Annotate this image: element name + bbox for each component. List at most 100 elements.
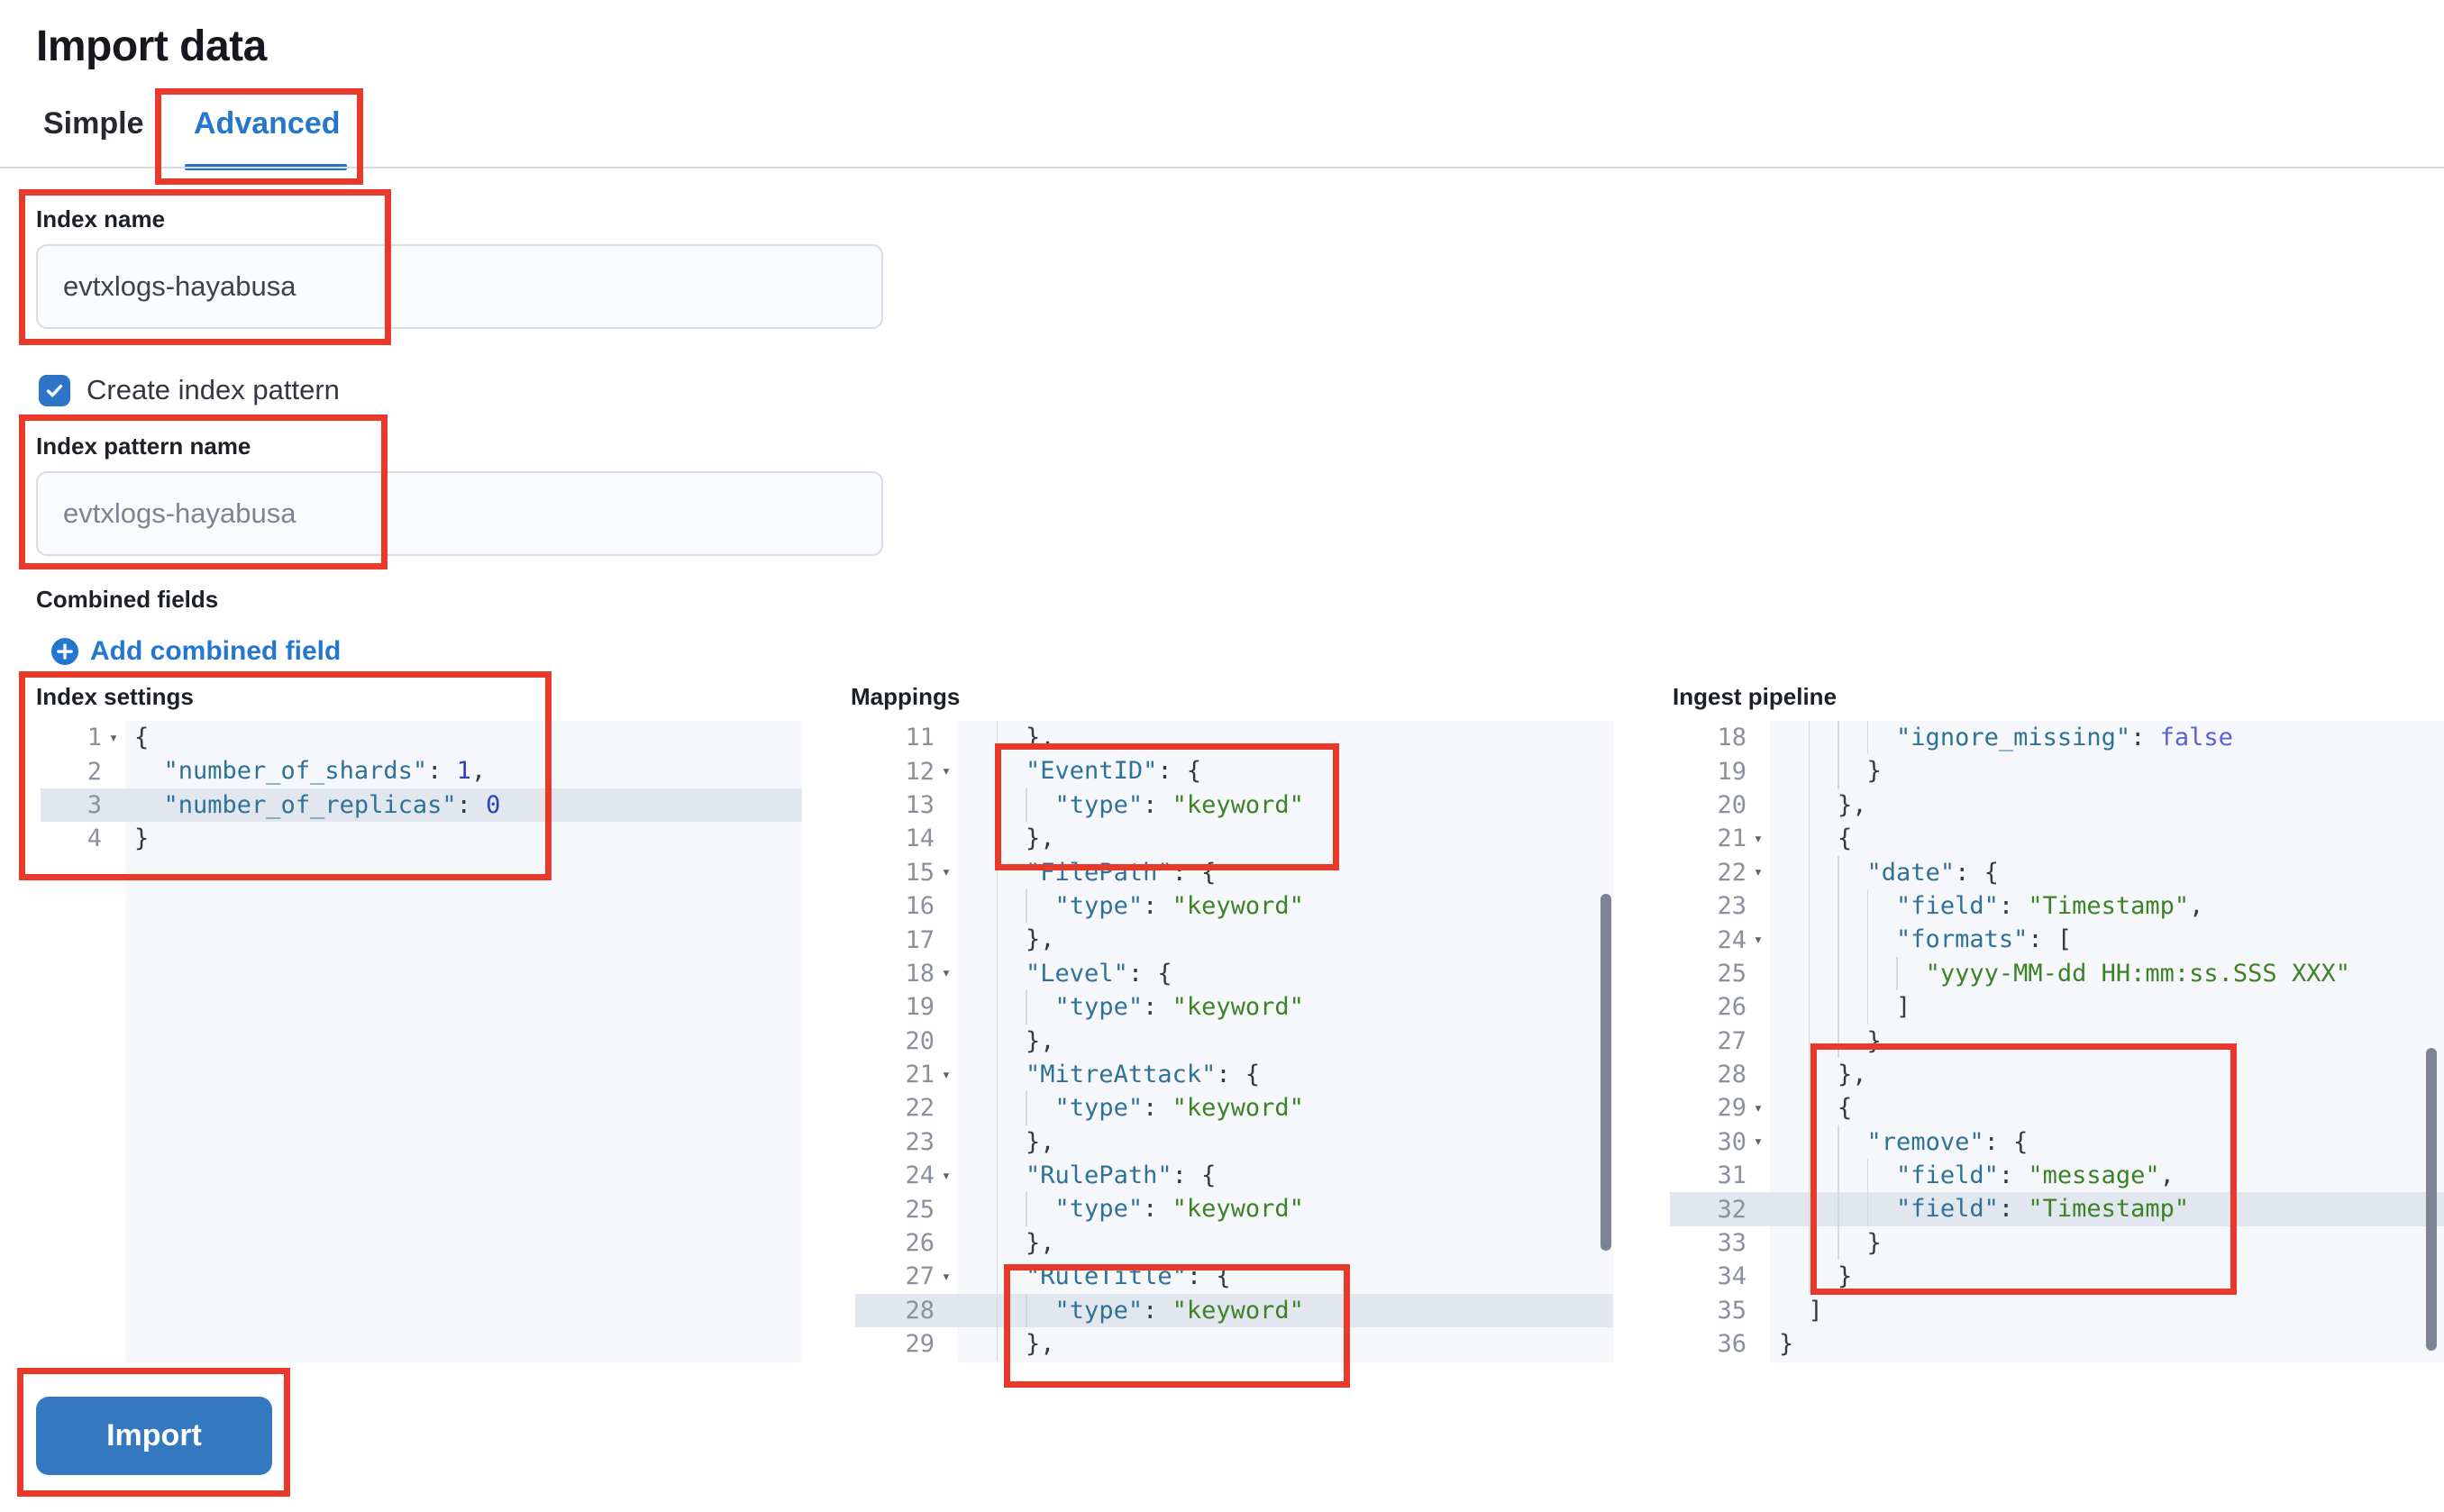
code-line[interactable]: 22▾ "date": {	[1670, 855, 2444, 889]
code-line[interactable]: 26 },	[855, 1225, 1613, 1261]
code-line[interactable]: 36}	[1670, 1327, 2444, 1362]
indent-guide	[996, 990, 999, 1025]
code-line[interactable]: 19 "type": "keyword"	[855, 990, 1613, 1025]
code-line[interactable]: 12▾ "EventID": {	[855, 754, 1613, 788]
code-line[interactable]: 20 },	[1670, 788, 2444, 823]
fold-caret-down-icon[interactable]: ▾	[941, 863, 952, 882]
indent-guide	[1808, 822, 1810, 856]
indent-guide	[996, 923, 999, 957]
import-button[interactable]: Import	[36, 1397, 272, 1475]
code-line-text: "type": "keyword"	[958, 788, 1613, 823]
code-line[interactable]: 20 },	[855, 1024, 1613, 1058]
code-line[interactable]: 13 "type": "keyword"	[855, 788, 1613, 823]
line-number: 20	[1717, 790, 1746, 819]
line-number: 19	[905, 993, 935, 1022]
add-combined-field-button[interactable]: Add combined field	[51, 636, 341, 667]
line-number-gutter: 12▾	[855, 754, 958, 788]
tab-simple[interactable]: Simple	[43, 106, 144, 141]
index-settings-editor[interactable]: 1▾{2 "number_of_shards": 1,3 "number_of_…	[41, 721, 802, 1362]
line-number-gutter: 14	[855, 822, 958, 856]
code-line[interactable]: 23 },	[855, 1125, 1613, 1160]
code-line[interactable]: 32 "field": "Timestamp"	[1670, 1192, 2444, 1226]
indent-guide	[1866, 1159, 1869, 1193]
code-line[interactable]: 24▾ "formats": [	[1670, 923, 2444, 957]
line-number: 13	[905, 790, 935, 819]
line-number: 25	[905, 1195, 935, 1224]
line-number: 27	[905, 1262, 935, 1291]
code-line-text: },	[958, 1125, 1613, 1160]
code-line[interactable]: 29 },	[855, 1327, 1613, 1362]
fold-caret-down-icon[interactable]: ▾	[1753, 863, 1764, 882]
code-line[interactable]: 21▾ {	[1670, 822, 2444, 856]
index-settings-label: Index settings	[36, 683, 194, 710]
code-line[interactable]: 33 }	[1670, 1225, 2444, 1261]
fold-caret-down-icon[interactable]: ▾	[941, 964, 952, 983]
fold-caret-down-icon[interactable]: ▾	[941, 1065, 952, 1084]
code-line[interactable]: 1▾{	[41, 721, 802, 755]
code-line[interactable]: 26 ]	[1670, 990, 2444, 1025]
code-line-text: {	[125, 721, 802, 755]
tab-advanced[interactable]: Advanced	[194, 106, 341, 141]
code-line[interactable]: 16 "type": "keyword"	[855, 888, 1613, 924]
create-index-pattern-checkbox[interactable]: Create index pattern	[39, 374, 340, 406]
indent-guide	[1838, 888, 1839, 924]
code-line[interactable]: 29▾ {	[1670, 1091, 2444, 1125]
indent-guide	[1838, 956, 1839, 991]
ingest-pipeline-scrollbar[interactable]	[2426, 1048, 2437, 1351]
code-line[interactable]: 30▾ "remove": {	[1670, 1125, 2444, 1160]
checkbox-checked-box[interactable]	[39, 374, 70, 406]
code-line[interactable]: 15▾ "FilePath": {	[855, 855, 1613, 889]
code-line-text: },	[958, 1225, 1613, 1261]
code-line[interactable]: 18 "ignore_missing": false	[1670, 721, 2444, 755]
index-name-input[interactable]	[36, 244, 883, 329]
indent-guide	[1838, 1159, 1839, 1193]
code-line[interactable]: 17 },	[855, 923, 1613, 957]
mappings-editor[interactable]: 11 },12▾ "EventID": {13 "type": "keyword…	[855, 721, 1613, 1362]
fold-caret-down-icon[interactable]: ▾	[941, 1166, 952, 1185]
line-number: 33	[1717, 1229, 1746, 1258]
code-line[interactable]: 35 ]	[1670, 1293, 2444, 1328]
code-line[interactable]: 31 "field": "message",	[1670, 1159, 2444, 1193]
code-line[interactable]: 3 "number_of_replicas": 0	[41, 788, 802, 823]
indent-guide	[1808, 788, 1810, 823]
code-line[interactable]: 21▾ "MitreAttack": {	[855, 1057, 1613, 1092]
code-line[interactable]: 25 "type": "keyword"	[855, 1192, 1613, 1226]
code-line[interactable]: 23 "field": "Timestamp",	[1670, 888, 2444, 924]
line-number-gutter: 29▾	[1670, 1091, 1770, 1125]
code-line[interactable]: 14 },	[855, 822, 1613, 856]
indent-guide	[1838, 1225, 1839, 1261]
fold-caret-down-icon[interactable]: ▾	[1753, 1133, 1764, 1152]
indent-guide	[1808, 754, 1810, 788]
code-line-text: ]	[1770, 1293, 2444, 1328]
index-pattern-name-input[interactable]	[36, 471, 883, 556]
code-line[interactable]: 19 }	[1670, 754, 2444, 788]
code-line-text: "RulePath": {	[958, 1159, 1613, 1193]
fold-caret-down-icon[interactable]: ▾	[941, 762, 952, 781]
code-line[interactable]: 28 "type": "keyword"	[855, 1293, 1613, 1328]
indent-guide	[996, 1159, 999, 1193]
code-line[interactable]: 4}	[41, 822, 802, 856]
code-line[interactable]: 22 "type": "keyword"	[855, 1091, 1613, 1125]
code-line[interactable]: 27 }	[1670, 1024, 2444, 1058]
fold-caret-down-icon[interactable]: ▾	[1753, 1098, 1764, 1117]
ingest-pipeline-label: Ingest pipeline	[1673, 683, 1838, 710]
code-line[interactable]: 27▾ "RuleTitle": {	[855, 1260, 1613, 1294]
code-line[interactable]: 28 },	[1670, 1057, 2444, 1092]
code-line[interactable]: 11 },	[855, 721, 1613, 755]
indent-guide	[1838, 754, 1839, 788]
fold-caret-down-icon[interactable]: ▾	[1753, 829, 1764, 848]
line-number: 34	[1717, 1262, 1746, 1291]
code-line[interactable]: 34 }	[1670, 1260, 2444, 1294]
code-line[interactable]: 2 "number_of_shards": 1,	[41, 754, 802, 788]
fold-caret-down-icon[interactable]: ▾	[108, 728, 119, 747]
fold-caret-down-icon[interactable]: ▾	[1753, 931, 1764, 950]
code-line[interactable]: 24▾ "RulePath": {	[855, 1159, 1613, 1193]
indent-guide	[1808, 1192, 1810, 1226]
code-line[interactable]: 25 "yyyy-MM-dd HH:mm:ss.SSS XXX"	[1670, 956, 2444, 991]
mappings-scrollbar[interactable]	[1600, 894, 1611, 1251]
line-number-gutter: 30▾	[1670, 1125, 1770, 1160]
line-number-gutter: 18	[1670, 721, 1770, 755]
fold-caret-down-icon[interactable]: ▾	[941, 1267, 952, 1286]
code-line[interactable]: 18▾ "Level": {	[855, 956, 1613, 991]
